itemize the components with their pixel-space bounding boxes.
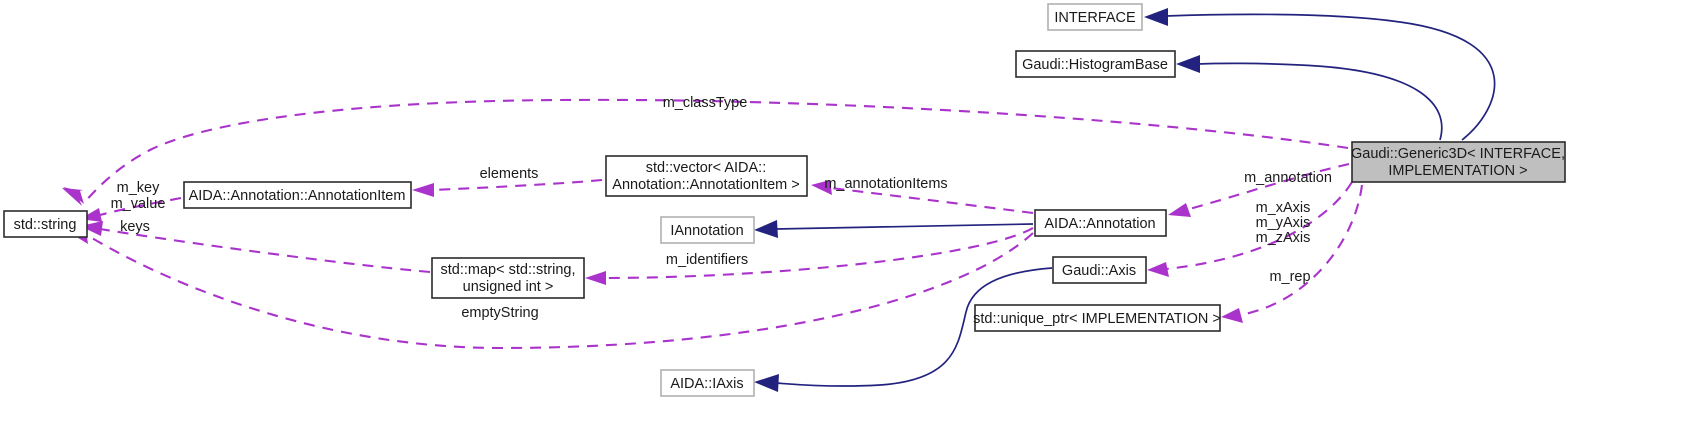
node-iannotation[interactable]: IAnnotation [660, 216, 755, 244]
edge-label-m-zaxis: m_zAxis [1256, 230, 1311, 246]
node-interface[interactable]: INTERFACE [1047, 3, 1143, 31]
edge-label-m-xaxis: m_xAxis [1256, 200, 1311, 216]
node-std-vector-annotationitem[interactable]: std::vector< AIDA:: Annotation::Annotati… [605, 155, 808, 197]
inheritance-edges [754, 8, 1496, 392]
arrowhead-m-annotationitems [811, 180, 832, 195]
edge-m-annotationitems [830, 186, 1034, 215]
edge-inherit-histogrambase [1197, 62, 1443, 141]
nodes: INTERFACE Gaudi::HistogramBase Gaudi::Ge… [3, 3, 1566, 397]
node-gaudi-axis-label: Gaudi::Axis [1062, 263, 1136, 279]
edge-label-m-yaxis: m_yAxis [1256, 215, 1311, 231]
node-aida-annotation[interactable]: AIDA::Annotation [1034, 209, 1167, 237]
edge-label-m-key: m_key [117, 180, 160, 196]
node-gaudi-histogrambase[interactable]: Gaudi::HistogramBase [1015, 50, 1176, 78]
arrowhead-inherit-interface [1144, 8, 1168, 26]
node-std-string-label: std::string [14, 217, 77, 233]
arrowhead-m-identifiers [585, 271, 606, 285]
edge-label-m-annotationitems: m_annotationItems [824, 176, 947, 192]
edge-inherit-iannotation [775, 223, 1034, 230]
edge-label-keys: keys [120, 219, 150, 235]
node-aida-iaxis-label: AIDA::IAxis [670, 376, 743, 392]
edge-label-elements: elements [480, 166, 539, 182]
arrowhead-m-classtype [62, 188, 83, 206]
node-std-unique-ptr-label: std::unique_ptr< IMPLEMENTATION > [973, 311, 1221, 327]
edge-m-rep [1239, 184, 1364, 317]
node-iannotation-label: IAnnotation [670, 223, 743, 239]
edge-label-m-identifiers: m_identifiers [666, 252, 748, 268]
node-std-map-label-line1: std::map< std::string, [441, 262, 576, 278]
edge-label-emptystring: emptyString [461, 305, 538, 321]
edge-m-identifiers [603, 227, 1034, 280]
edge-label-m-classtype: m_classType [663, 95, 748, 111]
node-aida-annotation-annotationitem-label: AIDA::Annotation::AnnotationItem [189, 188, 406, 204]
arrowhead-inherit-iaxis [754, 374, 779, 392]
node-interface-label: INTERFACE [1054, 10, 1136, 26]
edge-label-m-annotation: m_annotation [1244, 170, 1332, 186]
edge-labels: m_classType elements m_annotationItems m… [111, 95, 1332, 321]
node-std-vector-annotationitem-label-line1: std::vector< AIDA:: [646, 160, 766, 176]
edge-inherit-iaxis-from-axis [965, 267, 1053, 313]
arrowhead-m-annotation [1168, 203, 1191, 217]
node-aida-annotation-label: AIDA::Annotation [1044, 216, 1155, 232]
edge-label-m-value: m_value [111, 196, 166, 212]
arrowhead-inherit-iannotation [754, 220, 778, 238]
edge-m-annotation [1185, 162, 1350, 212]
node-gaudi-axis[interactable]: Gaudi::Axis [1052, 256, 1147, 284]
edge-label-m-rep: m_rep [1269, 269, 1310, 285]
edge-m-axes [1165, 181, 1353, 271]
node-std-map[interactable]: std::map< std::string, unsigned int > [431, 257, 585, 299]
node-std-vector-annotationitem-label-line2: Annotation::AnnotationItem > [612, 177, 799, 193]
node-std-string[interactable]: std::string [3, 210, 88, 238]
edge-keys [99, 227, 431, 274]
edge-elements [431, 178, 603, 192]
node-gaudi-generic3d[interactable]: Gaudi::Generic3D< INTERFACE, IMPLEMENTAT… [1351, 141, 1566, 183]
edge-inherit-interface [1165, 13, 1496, 141]
edge-m-classtype [83, 98, 1349, 204]
node-aida-iaxis[interactable]: AIDA::IAxis [660, 369, 755, 397]
edge-m-key-value [99, 196, 182, 217]
node-std-unique-ptr[interactable]: std::unique_ptr< IMPLEMENTATION > [973, 304, 1221, 332]
node-gaudi-generic3d-label-line1: Gaudi::Generic3D< INTERFACE, [1351, 146, 1565, 162]
arrowhead-m-axes [1147, 262, 1169, 277]
arrowhead-inherit-histogrambase [1176, 55, 1200, 73]
node-aida-annotation-annotationitem[interactable]: AIDA::Annotation::AnnotationItem [183, 181, 412, 209]
arrowhead-elements [412, 183, 434, 197]
node-gaudi-histogrambase-label: Gaudi::HistogramBase [1022, 57, 1168, 73]
node-std-map-label-line2: unsigned int > [463, 279, 554, 295]
arrowhead-m-rep [1221, 308, 1243, 323]
edge-emptystring [91, 232, 1034, 350]
edge-inherit-iaxis [775, 311, 967, 387]
node-gaudi-generic3d-label-line2: IMPLEMENTATION > [1388, 163, 1527, 179]
arrowhead-m-classtype-solid [63, 187, 84, 204]
